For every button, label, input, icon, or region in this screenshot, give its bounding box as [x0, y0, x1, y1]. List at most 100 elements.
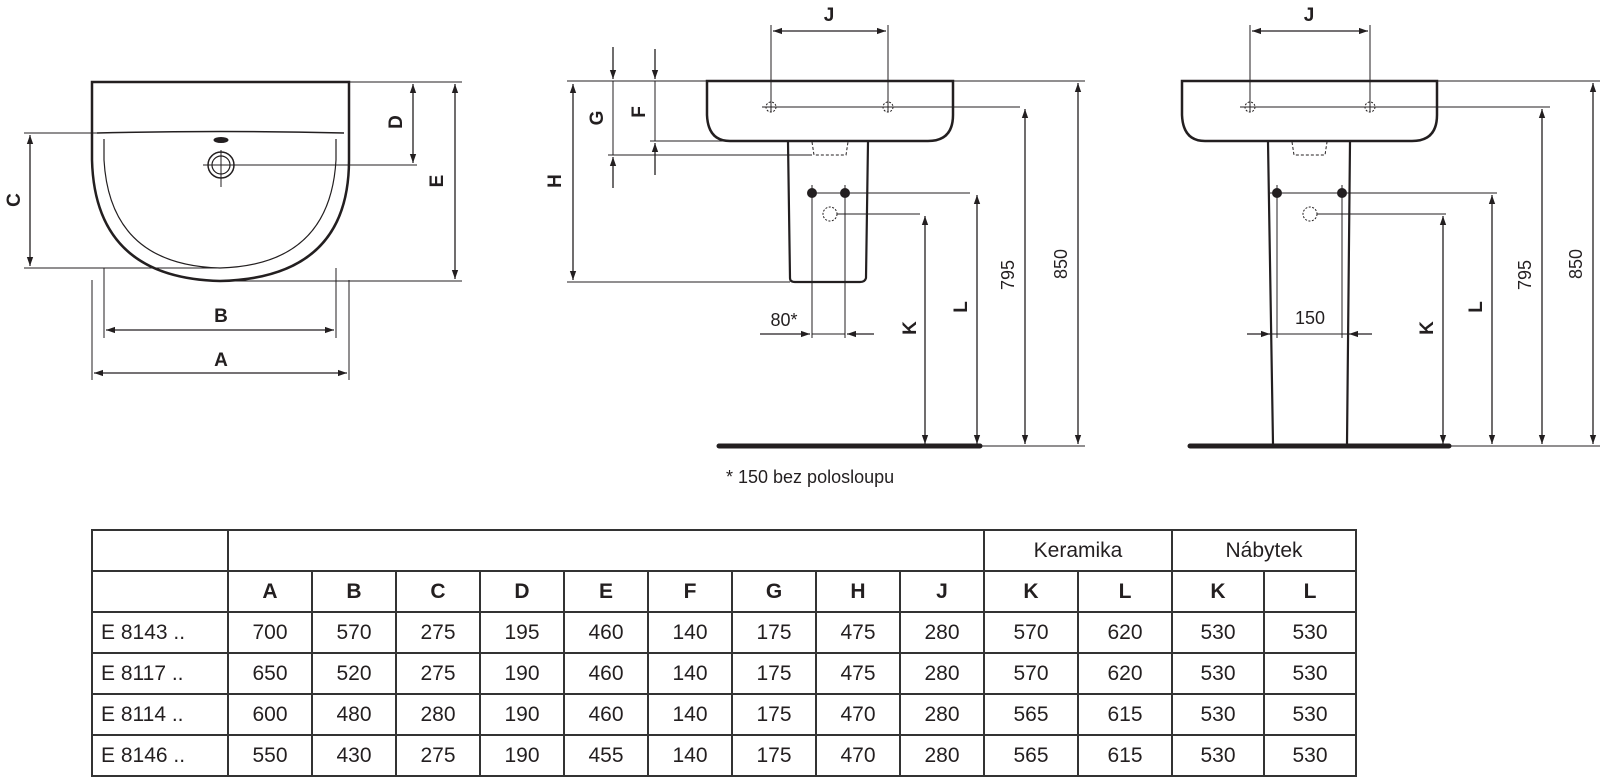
- column-header: C: [395, 570, 481, 613]
- model-cell: E 8114 ..: [91, 693, 229, 736]
- dim-label-c: C: [4, 193, 25, 207]
- value-cell: 520: [311, 652, 397, 695]
- dim-label-j-front: J: [1304, 5, 1315, 26]
- technical-drawings: B A C D E: [4, 5, 1600, 487]
- column-header: L: [1077, 570, 1173, 613]
- value-cell: 190: [479, 652, 565, 695]
- value-cell: 275: [395, 611, 481, 654]
- group-header-keramika: Keramika: [983, 529, 1173, 572]
- front-view-drawing: [1180, 25, 1600, 449]
- value-cell: 565: [983, 734, 1079, 777]
- dim-value-850: 850: [1051, 249, 1071, 279]
- table-corner-cell: [91, 570, 229, 613]
- dim-label-a: A: [214, 350, 228, 371]
- table-row: E 8143 .. 700 570 275 195 460 140 175 47…: [91, 611, 1357, 654]
- value-cell: 140: [647, 652, 733, 695]
- column-header: B: [311, 570, 397, 613]
- value-cell: 570: [311, 611, 397, 654]
- side-view-drawing: [567, 25, 1085, 449]
- model-cell: E 8143 ..: [91, 611, 229, 654]
- value-cell: 460: [563, 693, 649, 736]
- value-cell: 565: [983, 693, 1079, 736]
- dim-label-f: F: [629, 106, 650, 118]
- value-cell: 530: [1171, 611, 1265, 654]
- value-cell: 280: [395, 693, 481, 736]
- value-cell: 280: [899, 652, 985, 695]
- table-group-blank: [227, 529, 985, 572]
- dim-value-795: 795: [998, 260, 1018, 290]
- dim-label-b: B: [214, 306, 228, 327]
- value-cell: 620: [1077, 652, 1173, 695]
- table-row: E 8146 .. 550 430 275 190 455 140 175 47…: [91, 734, 1357, 777]
- value-cell: 700: [227, 611, 313, 654]
- value-cell: 275: [395, 734, 481, 777]
- dim-label-d: D: [386, 115, 407, 129]
- top-view-drawing: [24, 80, 462, 380]
- value-cell: 460: [563, 652, 649, 695]
- value-cell: 570: [983, 652, 1079, 695]
- value-cell: 190: [479, 693, 565, 736]
- value-cell: 550: [227, 734, 313, 777]
- dim-label-h: H: [545, 174, 566, 188]
- value-cell: 530: [1263, 693, 1357, 736]
- value-cell: 280: [899, 611, 985, 654]
- value-cell: 530: [1171, 693, 1265, 736]
- dim-label-e: E: [427, 175, 448, 188]
- column-header: K: [983, 570, 1079, 613]
- value-cell: 615: [1077, 734, 1173, 777]
- value-cell: 280: [899, 734, 985, 777]
- dim-value-150: 150: [1295, 308, 1325, 328]
- dimensions-table: Keramika Nábytek A B C D E F G H J K L K…: [91, 529, 1357, 777]
- dim-label-k-front: K: [1417, 321, 1438, 335]
- group-header-nabytek: Nábytek: [1171, 529, 1357, 572]
- dim-value-850-front: 850: [1566, 249, 1586, 279]
- value-cell: 470: [815, 734, 901, 777]
- table-column-header-row: A B C D E F G H J K L K L: [91, 570, 1357, 613]
- table-group-header-row: Keramika Nábytek: [91, 529, 1357, 572]
- column-header: D: [479, 570, 565, 613]
- value-cell: 615: [1077, 693, 1173, 736]
- dim-label-g: G: [587, 111, 608, 126]
- value-cell: 455: [563, 734, 649, 777]
- value-cell: 620: [1077, 611, 1173, 654]
- value-cell: 530: [1171, 734, 1265, 777]
- value-cell: 475: [815, 611, 901, 654]
- value-cell: 190: [479, 734, 565, 777]
- value-cell: 530: [1263, 734, 1357, 777]
- table-row: E 8117 .. 650 520 275 190 460 140 175 47…: [91, 652, 1357, 695]
- column-header: J: [899, 570, 985, 613]
- dim-value-795-front: 795: [1515, 260, 1535, 290]
- value-cell: 530: [1171, 652, 1265, 695]
- value-cell: 275: [395, 652, 481, 695]
- column-header: K: [1171, 570, 1265, 613]
- model-cell: E 8146 ..: [91, 734, 229, 777]
- value-cell: 530: [1263, 611, 1357, 654]
- value-cell: 470: [815, 693, 901, 736]
- model-cell: E 8117 ..: [91, 652, 229, 695]
- value-cell: 195: [479, 611, 565, 654]
- value-cell: 460: [563, 611, 649, 654]
- value-cell: 140: [647, 611, 733, 654]
- value-cell: 650: [227, 652, 313, 695]
- table-corner-cell: [91, 529, 229, 572]
- column-header: G: [731, 570, 817, 613]
- value-cell: 430: [311, 734, 397, 777]
- column-header: L: [1263, 570, 1357, 613]
- value-cell: 570: [983, 611, 1079, 654]
- dim-label-l: L: [951, 301, 972, 313]
- footnote: * 150 bez polosloupu: [726, 467, 894, 487]
- column-header: E: [563, 570, 649, 613]
- value-cell: 480: [311, 693, 397, 736]
- value-cell: 140: [647, 734, 733, 777]
- value-cell: 475: [815, 652, 901, 695]
- value-cell: 600: [227, 693, 313, 736]
- column-header: F: [647, 570, 733, 613]
- value-cell: 175: [731, 693, 817, 736]
- value-cell: 175: [731, 611, 817, 654]
- dim-value-80: 80*: [770, 310, 797, 330]
- dim-label-j: J: [824, 5, 835, 26]
- value-cell: 530: [1263, 652, 1357, 695]
- value-cell: 140: [647, 693, 733, 736]
- dim-label-k: K: [900, 321, 921, 335]
- column-header: A: [227, 570, 313, 613]
